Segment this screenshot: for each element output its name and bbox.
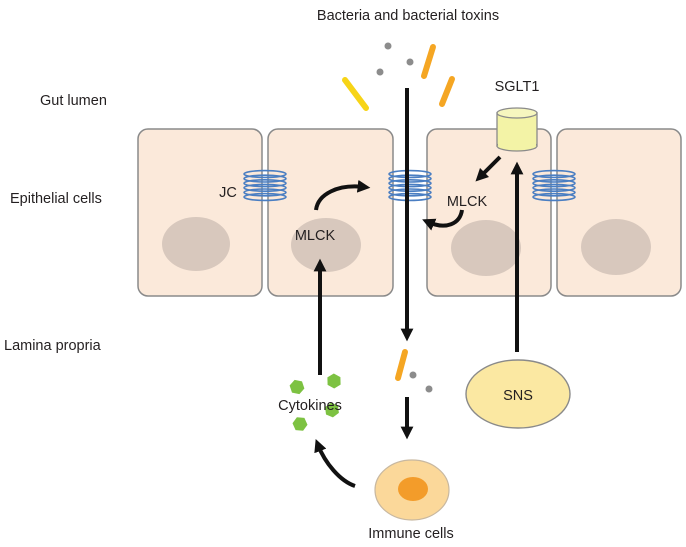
junction-coil-ring [532, 174, 576, 183]
bacteria-lamina [395, 349, 433, 393]
diagram-title: Bacteria and bacterial toxins [317, 8, 499, 24]
immune-cell [374, 459, 450, 521]
cytokine-hexagon [325, 402, 339, 418]
label-epithelial-cells: Epithelial cells [10, 191, 102, 207]
epithelial-cell-2 [267, 128, 394, 297]
label-mlck-left: MLCK [295, 228, 336, 244]
label-lamina-propria: Lamina propria [4, 338, 102, 354]
label-cytokines: Cytokines [278, 398, 342, 414]
epithelial-cell-4 [556, 128, 682, 297]
cytokine-hexagons [289, 373, 341, 431]
nucleus [291, 218, 361, 272]
junction-coil-ring [532, 169, 576, 179]
cytokine-hexagon [327, 373, 341, 389]
junction-coil-ring [243, 169, 287, 179]
label-sns: SNS [503, 388, 533, 404]
junction-coil-ring [532, 179, 576, 188]
junction-coil-ring [243, 192, 287, 202]
junction-coil-ring [243, 183, 287, 193]
junction-coil-ring [532, 192, 576, 202]
junction-coil-ring [532, 188, 576, 197]
junction-coil-ring [388, 192, 432, 202]
arrows [313, 88, 524, 488]
arrow-mlck-to-junction-right [422, 209, 464, 231]
junction-coil-ring [388, 179, 432, 188]
label-mlck-right: MLCK [447, 194, 488, 210]
junction-coil-ring [388, 183, 432, 193]
arrow-immune-to-cytokines [314, 439, 356, 488]
junction-coil-ring [243, 188, 287, 197]
junction-complex-1 [243, 169, 287, 202]
bacteria-lumen [342, 42, 455, 111]
arrow-mlck-to-junction [314, 179, 371, 211]
junction-complex-3 [532, 169, 576, 202]
nucleus [451, 220, 521, 276]
label-gut-lumen: Gut lumen [40, 93, 107, 109]
junction-coil-ring [243, 174, 287, 183]
sglt1-transporter [496, 107, 538, 152]
sns-ellipse [465, 359, 571, 429]
label-sglt1: SGLT1 [495, 79, 540, 95]
cytokine-hexagon [289, 379, 305, 395]
arrow-sglt1-to-mlck [475, 155, 502, 182]
epithelial-cell-1 [137, 128, 263, 297]
label-jc: JC [219, 185, 237, 201]
nucleus [581, 219, 651, 275]
epithelial-cell-3 [426, 128, 552, 297]
junction-coil-ring [388, 188, 432, 197]
label-immune-cells: Immune cells [368, 526, 453, 542]
junction-complex-2 [388, 169, 432, 202]
junction-coil-ring [243, 179, 287, 188]
cytokine-hexagon [292, 417, 308, 431]
junction-coil-ring [532, 183, 576, 193]
junction-coil-ring [388, 174, 432, 183]
nucleus [162, 217, 230, 271]
junction-coil-ring [388, 169, 432, 179]
